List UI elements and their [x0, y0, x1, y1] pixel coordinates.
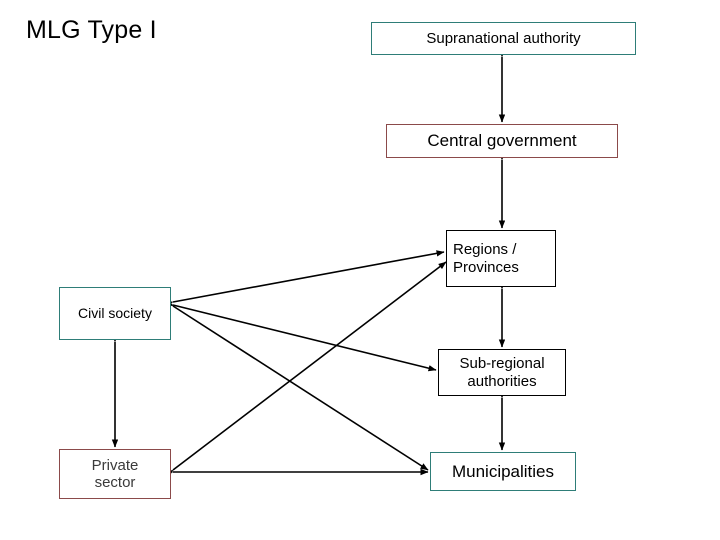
- node-supranational-authority-label: Supranational authority: [426, 29, 581, 47]
- node-regions-provinces[interactable]: Regions / Provinces: [446, 230, 556, 287]
- page-title: MLG Type I: [26, 16, 157, 44]
- node-private-sector[interactable]: Private sector: [59, 449, 171, 499]
- node-supranational-authority[interactable]: Supranational authority: [371, 22, 636, 55]
- connector-private-regions: [165, 261, 447, 478]
- node-municipalities-label: Municipalities: [451, 461, 555, 481]
- node-civil-society[interactable]: Civil society: [59, 287, 171, 340]
- node-central-government-label: Central government: [427, 131, 577, 151]
- node-sub-regional-authorities[interactable]: Sub-regional authorities: [438, 349, 566, 396]
- node-sub-regional-authorities-label: Sub-regional authorities: [459, 355, 545, 390]
- connector-civil-municipalities: [164, 299, 429, 471]
- connector-civil-subregional: [164, 300, 437, 372]
- node-private-sector-label: Private sector: [91, 456, 139, 491]
- node-civil-society-label: Civil society: [78, 305, 152, 322]
- node-regions-provinces-label: Regions / Provinces: [453, 241, 519, 276]
- node-municipalities[interactable]: Municipalities: [430, 452, 576, 491]
- node-central-government[interactable]: Central government: [386, 124, 618, 158]
